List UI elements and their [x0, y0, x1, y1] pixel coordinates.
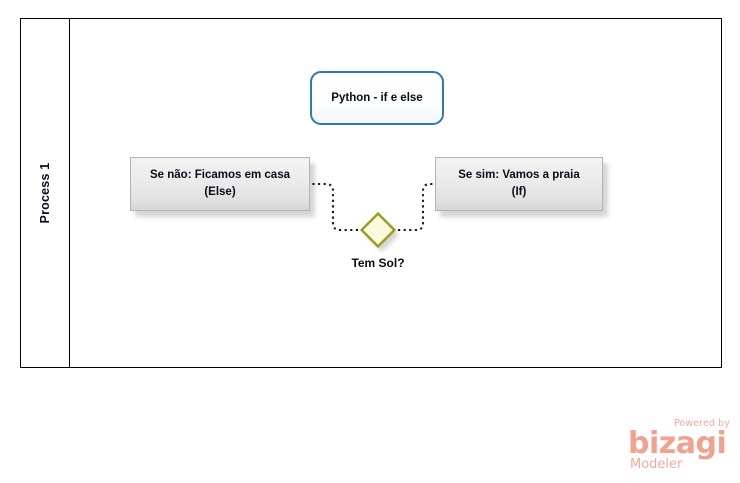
watermark-powered-by-text: Powered by	[673, 418, 730, 429]
task-label-line1: Se não: Ficamos em casa	[150, 169, 290, 182]
task-label: Se não: Ficamos em casa (Else)	[142, 167, 298, 200]
watermark-product-text: Modeler	[630, 457, 683, 472]
bizagi-watermark: Powered by bizagi Modeler	[628, 418, 732, 476]
task-label-line2: (Else)	[204, 186, 236, 198]
watermark-brand-text: bizagi	[628, 426, 727, 461]
pool-header: Process 1	[20, 18, 70, 368]
gateway-diamond-shape	[359, 211, 397, 249]
task-label-line2: (If)	[511, 186, 527, 198]
gateway-label: Tem Sol?	[351, 256, 405, 270]
task-se-nao-ficamos-em-casa[interactable]: Se não: Ficamos em casa (Else)	[130, 157, 310, 211]
pool-lane-label: Process 1	[38, 162, 52, 224]
annotation-label: Python - if e else	[331, 91, 423, 104]
task-label: Se sim: Vamos a praia (If)	[450, 167, 587, 200]
annotation-box-python-if-else[interactable]: Python - if e else	[310, 71, 444, 125]
task-label-line1: Se sim: Vamos a praia	[458, 169, 580, 182]
exclusive-gateway-tem-sol[interactable]	[359, 211, 397, 249]
task-se-sim-vamos-a-praia[interactable]: Se sim: Vamos a praia (If)	[435, 157, 603, 211]
